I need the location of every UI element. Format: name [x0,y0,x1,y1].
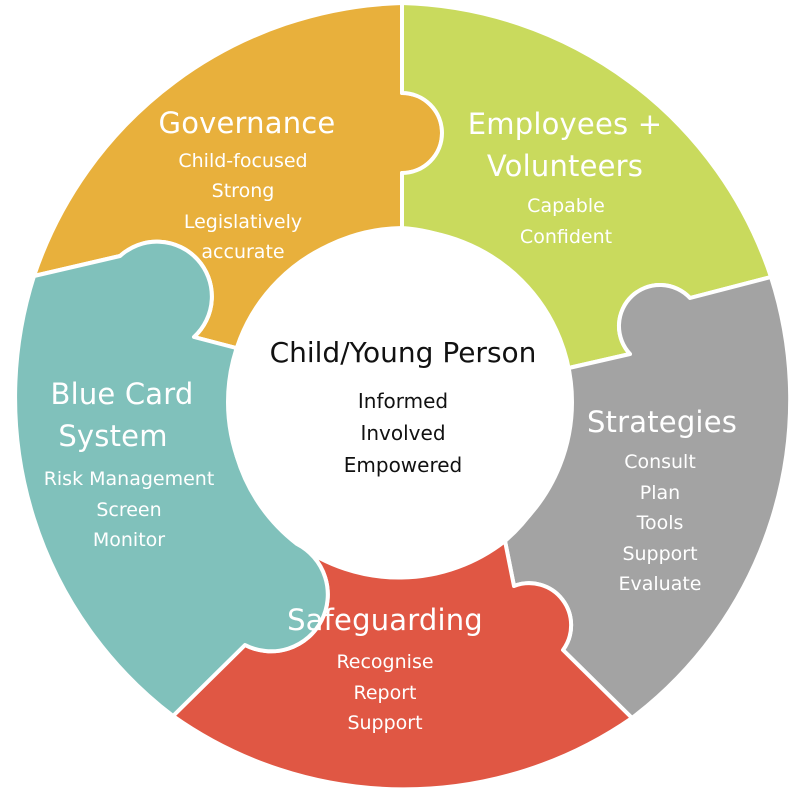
safeguarding-item: Support [347,712,422,734]
strategies-item: Consult [624,451,696,473]
employees-item: Confident [520,226,612,248]
safeguarding-title: Safeguarding [287,603,483,637]
governance-item: Legislatively [184,211,302,233]
strategies-item: Plan [640,482,680,504]
segment-blue-card-system [13,239,330,718]
center-item: Involved [360,421,445,445]
employees-title-line: Volunteers [487,149,643,183]
center-item: Informed [358,389,448,413]
blue-card-item: Risk Management [44,468,215,490]
strategies-item: Support [622,543,697,565]
safeguarding-item: Report [354,682,417,704]
employees-item: Capable [527,195,605,217]
strategies-title: Strategies [587,405,737,439]
strategies-item: Tools [636,512,684,534]
governance-item: accurate [201,241,284,263]
center-circle [226,228,574,576]
blue-card-item: Monitor [93,529,165,551]
governance-item: Child-focused [178,150,307,172]
blue-card-item: Screen [96,499,161,521]
employees-title-line: Employees + [468,107,662,141]
blue-card-title-line: System [58,419,167,453]
strategies-item: Evaluate [619,573,702,595]
center-title: Child/Young Person [270,336,537,369]
safeguarding-item: Recognise [336,651,433,673]
governance-item: Strong [212,180,275,202]
center-item: Empowered [344,453,463,477]
governance-title: Governance [159,106,336,140]
blue-card-title-line: Blue Card [50,377,193,411]
